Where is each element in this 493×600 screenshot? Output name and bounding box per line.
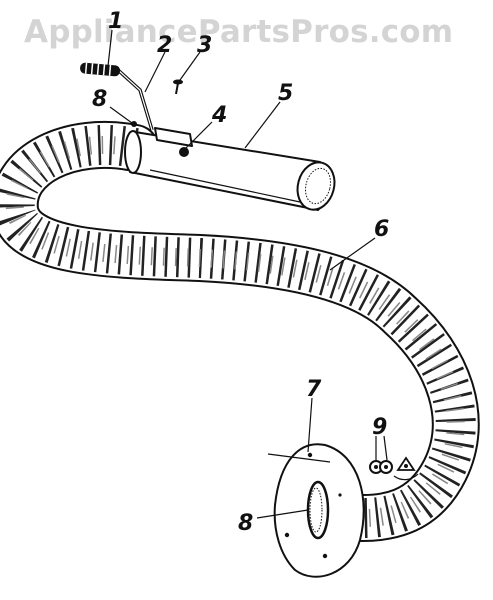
watermark-text: AppliancePartsPros.com [24,14,453,50]
nozzle-tube [124,130,336,211]
callout-8-top: 8 [92,87,107,112]
callout-2: 2 [157,33,172,58]
screw [173,79,183,95]
clamp-screw [131,121,137,127]
handle-assembly [80,62,154,131]
callout-9: 9 [372,415,387,440]
washers [369,456,419,481]
callouts: 1 2 3 4 5 6 7 8 8 9 [92,9,389,536]
hose-clamp [124,130,142,174]
callout-7: 7 [306,377,322,402]
bracket-nut [154,127,193,157]
flexible-hose [0,120,480,542]
callout-3: 3 [197,33,212,58]
callout-6: 6 [374,217,389,242]
callout-8-bottom: 8 [238,511,253,536]
wall-flange [267,443,365,578]
callout-4: 4 [211,103,227,128]
callout-5: 5 [278,81,293,106]
callout-1: 1 [108,9,123,34]
leader-lines [107,29,388,519]
